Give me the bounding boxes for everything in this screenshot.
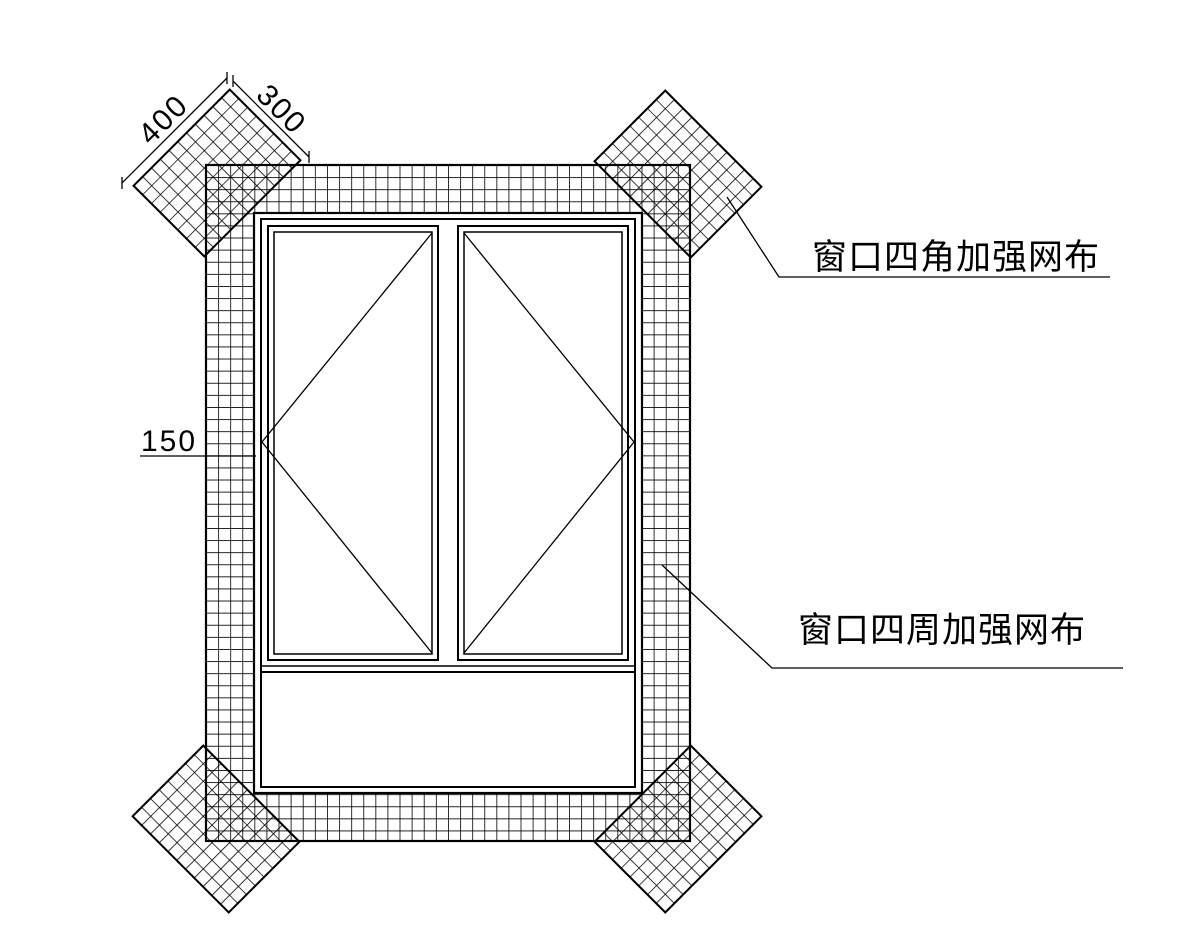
right-sash-outer (457, 225, 629, 661)
left-sash-outer (267, 225, 439, 661)
right-sash-opening-symbol (463, 232, 635, 654)
right-sash-inner (463, 231, 623, 655)
left-sash-inner (273, 231, 433, 655)
dim-400-line (121, 77, 228, 184)
corner-mesh-top-left (132, 88, 302, 258)
corner-mesh-bottom-right (593, 744, 763, 914)
left-sash-opening-symbol (261, 232, 433, 654)
perimeter-band-inner-outline (252, 211, 644, 795)
dim-150-text: 150 (141, 425, 197, 458)
corner-mesh-label: 窗口四角加强网布 (812, 238, 1100, 277)
corner-mesh-bottom-left (131, 744, 301, 914)
perimeter-band-outer-outline (204, 163, 692, 843)
corner-mesh-top-right (593, 89, 763, 259)
perimeter-mesh-leader (661, 564, 1123, 669)
dim-300-line (232, 80, 310, 158)
perimeter-mesh-label: 窗口四周加强网布 (798, 611, 1086, 650)
window-frame (260, 218, 636, 788)
corner-mesh-leader (726, 196, 1110, 278)
